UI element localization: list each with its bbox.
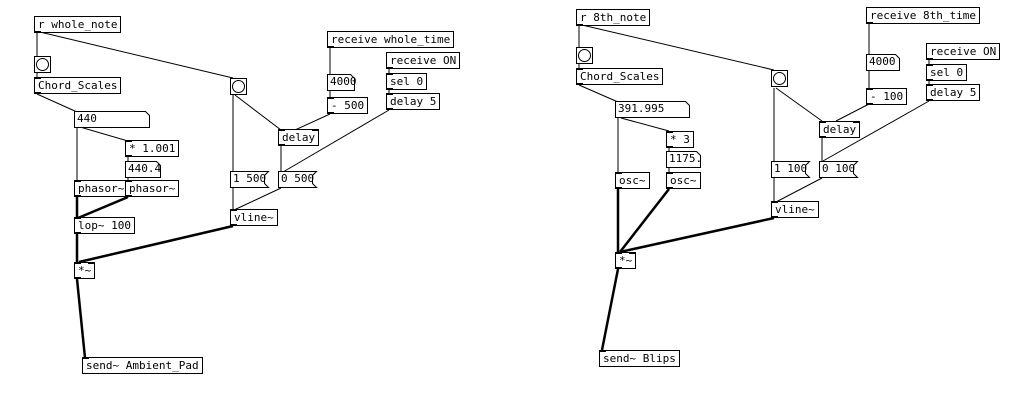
select-object[interactable]: sel 0	[926, 64, 968, 81]
delay-5-object[interactable]: delay 5	[386, 93, 441, 110]
object-label: r whole_note	[38, 18, 118, 31]
object-label: Chord_Scales	[580, 70, 660, 83]
phasor-object-a[interactable]: phasor~	[74, 180, 129, 197]
delay-object[interactable]: delay	[819, 121, 861, 138]
number-value: 391.995	[618, 102, 665, 115]
object-label: receive ON	[930, 45, 997, 58]
object-label: sel 0	[390, 75, 424, 88]
subtract-object[interactable]: - 500	[327, 97, 369, 114]
message-text: 1 100	[774, 162, 808, 175]
vline-object[interactable]: vline~	[771, 201, 819, 218]
object-label: *~	[619, 254, 633, 267]
release-message-box[interactable]: 0 500	[278, 171, 318, 188]
object-label: vline~	[775, 203, 815, 216]
multiply-object[interactable]: * 3	[666, 131, 694, 148]
right-patch-cords	[578, 24, 930, 351]
object-label: *~	[78, 264, 92, 277]
osc-object-a[interactable]: osc~	[615, 172, 650, 189]
object-label: sel 0	[930, 66, 964, 79]
delay-object[interactable]: delay	[278, 129, 320, 146]
number-value: 4000	[330, 75, 357, 88]
detuned-number-box[interactable]: 440.4	[125, 161, 161, 178]
message-text: 0 100	[822, 162, 856, 175]
number-value: 440.4	[128, 162, 162, 175]
message-text: 0 500	[281, 172, 315, 185]
bang-button[interactable]	[230, 78, 247, 95]
release-message-box[interactable]: 0 100	[819, 161, 859, 178]
multiply-signal-object[interactable]: *~	[74, 262, 96, 279]
send-ambient-pad-object[interactable]: send~ Ambient_Pad	[82, 357, 203, 374]
object-label: - 500	[331, 99, 365, 112]
object-label: * 3	[670, 133, 690, 146]
object-label: vline~	[234, 211, 274, 224]
bang-circle-icon	[232, 80, 245, 93]
frequency-number-box[interactable]: 440	[74, 111, 150, 128]
number-value: 4000	[869, 55, 896, 68]
message-text: 1 500	[233, 172, 267, 185]
time-number-box[interactable]: 4000	[866, 54, 900, 71]
object-label: receive 8th_time	[870, 9, 976, 22]
receive-on-object[interactable]: receive ON	[386, 52, 461, 69]
attack-message-box[interactable]: 1 100	[771, 161, 811, 178]
object-label: osc~	[670, 174, 697, 187]
attack-message-box[interactable]: 1 500	[230, 171, 270, 188]
left-patch-cords	[36, 31, 390, 359]
number-value: 440	[77, 112, 97, 125]
object-label: send~ Ambient_Pad	[86, 359, 199, 372]
receive-on-object[interactable]: receive ON	[926, 43, 1001, 60]
bang-button[interactable]	[34, 56, 51, 73]
time-number-box[interactable]: 4000	[327, 74, 357, 91]
multiply-object[interactable]: * 1.001	[125, 140, 180, 157]
object-label: Chord_Scales	[38, 79, 118, 92]
vline-object[interactable]: vline~	[230, 209, 278, 226]
receive-whole-note-object[interactable]: r whole_note	[34, 16, 122, 33]
receive-whole-time-object[interactable]: receive whole_time	[327, 31, 455, 48]
multiplied-number-box[interactable]: 1175.	[666, 151, 703, 168]
receive-8th-note-object[interactable]: r 8th_note	[576, 9, 651, 26]
multiply-signal-object[interactable]: *~	[615, 252, 637, 269]
object-label: lop~ 100	[78, 219, 131, 232]
object-label: phasor~	[129, 182, 176, 195]
bang-button[interactable]	[576, 47, 593, 64]
select-object[interactable]: sel 0	[386, 73, 428, 90]
receive-8th-time-object[interactable]: receive 8th_time	[866, 7, 980, 24]
object-label: osc~	[619, 174, 646, 187]
lowpass-object[interactable]: lop~ 100	[74, 217, 135, 234]
object-label: delay 5	[930, 86, 977, 99]
frequency-number-box[interactable]: 391.995	[615, 101, 690, 118]
osc-object-b[interactable]: osc~	[666, 172, 701, 189]
object-label: r 8th_note	[580, 11, 647, 24]
bang-circle-icon	[773, 72, 786, 85]
object-label: receive whole_time	[331, 33, 451, 46]
object-label: delay	[823, 123, 857, 136]
object-label: delay	[282, 131, 316, 144]
object-label: delay 5	[390, 95, 437, 108]
chord-scales-object[interactable]: Chord_Scales	[576, 68, 664, 85]
delay-5-object[interactable]: delay 5	[926, 84, 981, 101]
chord-scales-object[interactable]: Chord_Scales	[34, 77, 122, 94]
object-label: receive ON	[390, 54, 457, 67]
subtract-object[interactable]: - 100	[866, 88, 908, 105]
object-label: send~ Blips	[603, 352, 676, 365]
object-label: * 1.001	[129, 142, 176, 155]
object-label: phasor~	[78, 182, 125, 195]
phasor-object-b[interactable]: phasor~	[125, 180, 180, 197]
number-value: 1175.	[669, 152, 703, 165]
bang-button[interactable]	[771, 70, 788, 87]
bang-circle-icon	[36, 58, 49, 71]
object-label: - 100	[870, 90, 904, 103]
bang-circle-icon	[578, 49, 591, 62]
send-blips-object[interactable]: send~ Blips	[599, 350, 680, 367]
